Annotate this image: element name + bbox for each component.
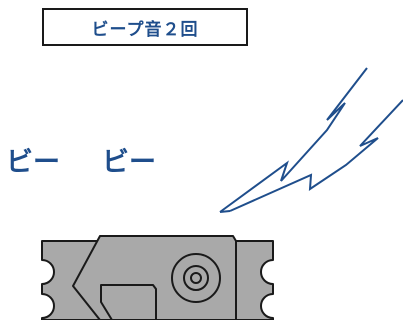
beep-title-label: ビープ音２回 (91, 19, 199, 40)
beep-text-1: ビー (6, 147, 60, 178)
servo-motor-icon (41, 235, 274, 320)
beep-text-2: ビー (102, 147, 156, 178)
beep-title-box: ビープ音２回 (42, 8, 248, 46)
lightning-bolt-icon (219, 67, 403, 213)
